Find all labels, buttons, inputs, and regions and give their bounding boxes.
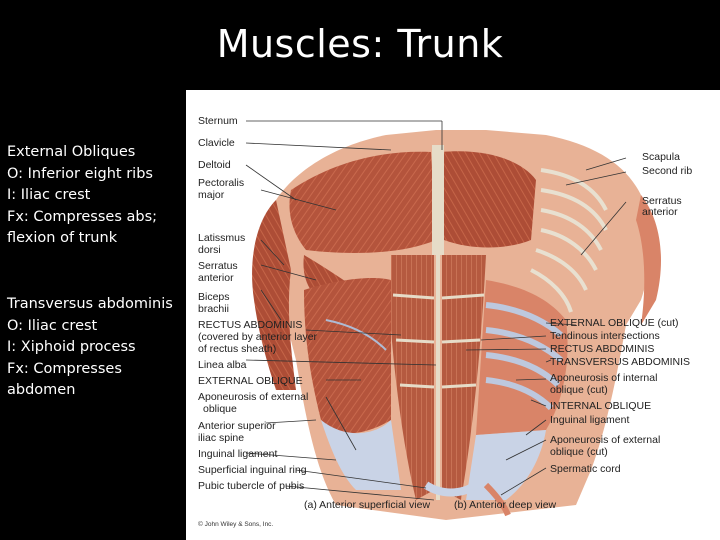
note-line: O: Iliac crest	[7, 317, 98, 334]
note-line: abdomen	[7, 382, 76, 399]
label-deltoid: Deltoid	[198, 159, 231, 171]
label-rectus-abdominis-right: RECTUS ABDOMINIS	[550, 343, 655, 355]
slide-title: Muscles: Trunk	[216, 22, 504, 66]
label-external-oblique: EXTERNAL OBLIQUE	[198, 375, 303, 387]
label-serratus-anterior-right: anterior	[642, 206, 678, 218]
label-anterior-superior: Anterior superior	[198, 420, 276, 432]
label-aponeurosis-oblique: oblique	[203, 403, 237, 415]
label-spermatic-cord: Spermatic cord	[550, 463, 621, 475]
label-superficial-inguinal-ring: Superficial inguinal ring	[198, 464, 307, 476]
label-second-rib: Second rib	[642, 165, 693, 177]
label-sternum: Sternum	[198, 115, 238, 127]
caption-superficial-view: (a) Anterior superficial view	[304, 499, 431, 511]
label-tendinous-intersections: Tendinous intersections	[550, 330, 660, 342]
trunk-muscles-figure: Sternum Clavicle Deltoid Pectoralis majo…	[186, 90, 720, 540]
note-line: I: Iliac crest	[7, 187, 91, 204]
note-line: External Obliques	[7, 144, 136, 160]
label-pectoralis: Pectoralis	[198, 177, 245, 189]
label-transversus-abdominis: TRANSVERSUS ABDOMINIS	[550, 356, 691, 368]
transversus-abdominis-notes: Transversus abdominis O: Iliac crest I: …	[7, 294, 182, 402]
label-rectus-covered: (covered by anterior layer	[198, 331, 318, 343]
note-line: O: Inferior eight ribs	[7, 165, 153, 182]
note-line: Fx: Compresses	[7, 360, 122, 377]
label-pectoralis-major: major	[198, 189, 225, 201]
label-serratus: Serratus	[198, 260, 238, 272]
label-inguinal-ligament-right: Inguinal ligament	[550, 414, 630, 426]
label-internal-oblique: INTERNAL OBLIQUE	[550, 400, 652, 412]
note-line: I: Xiphoid process	[7, 339, 136, 356]
label-internal-oblique-cut: oblique (cut)	[550, 384, 608, 396]
label-scapula: Scapula	[642, 151, 680, 163]
label-serratus-anterior: anterior	[198, 272, 234, 284]
note-line: Fx: Compresses abs;	[7, 208, 158, 225]
label-aponeurosis-internal: Aponeurosis of internal	[550, 372, 658, 384]
label-rectus-abdominis: RECTUS ABDOMINIS	[198, 319, 303, 331]
label-serratus-right: Serratus	[642, 195, 682, 207]
label-clavicle: Clavicle	[198, 137, 235, 149]
label-aponeurosis-external-right: Aponeurosis of external	[550, 434, 661, 446]
label-pubic-tubercle: Pubic tubercle of pubis	[198, 480, 305, 492]
label-latissimus-dorsi: dorsi	[198, 244, 221, 256]
caption-deep-view: (b) Anterior deep view	[454, 499, 557, 511]
label-linea-alba: Linea alba	[198, 359, 247, 371]
label-aponeurosis-external: Aponeurosis of external	[198, 391, 309, 403]
label-external-oblique-cut-right: oblique (cut)	[550, 446, 608, 458]
label-biceps: Biceps	[198, 291, 230, 303]
label-external-oblique-cut: EXTERNAL OBLIQUE (cut)	[550, 317, 679, 329]
note-line: Transversus abdominis	[7, 296, 173, 312]
label-rectus-sheath: of rectus sheath)	[198, 343, 277, 355]
label-iliac-spine: iliac spine	[198, 432, 245, 444]
anatomy-illustration	[245, 120, 661, 520]
label-latissimus: Latissmus	[198, 232, 246, 244]
external-obliques-notes: External Obliques O: Inferior eight ribs…	[7, 142, 182, 250]
label-inguinal-ligament-left: Inguinal ligament	[198, 448, 278, 460]
copyright-credit: © John Wiley & Sons, Inc.	[198, 521, 274, 528]
note-line: flexion of trunk	[7, 230, 118, 247]
label-biceps-brachii: brachii	[198, 303, 229, 315]
